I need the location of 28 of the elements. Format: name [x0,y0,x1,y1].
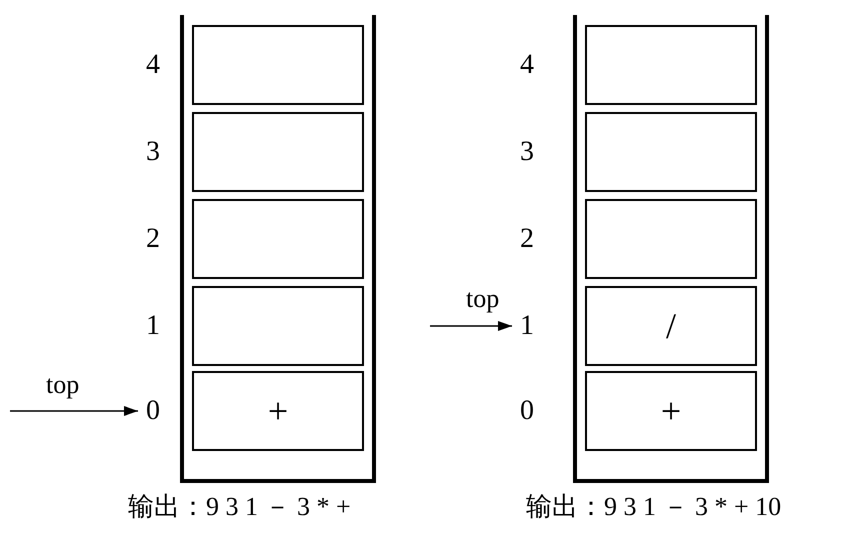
index-number: 3 [140,132,166,172]
index-number: 0 [514,391,540,431]
stack-cell: + [585,371,757,451]
index-number: 3 [514,132,540,172]
edge-label: top [466,286,500,312]
index-number: 1 [140,306,166,346]
index-number: 1 [514,306,540,346]
stack-cell [585,199,757,279]
index-number: 4 [140,45,166,85]
stack-cell [192,286,364,366]
output-text: 输出：9 3 1 － 3 * + 10 [526,494,782,520]
stack-container [573,15,769,483]
stack-cell: / [585,286,757,366]
index-number: 4 [514,45,540,85]
stack-cell: + [192,371,364,451]
stack-cell [192,112,364,192]
index-number: 2 [514,219,540,259]
arrow [430,321,512,331]
stack-container [180,15,376,483]
output-text: 输出：9 3 1 － 3 * + [128,494,351,520]
stack-cell [192,25,364,105]
edge-label: top [46,372,80,398]
index-number: 2 [140,219,166,259]
stack-cell [585,112,757,192]
stack-cell [192,199,364,279]
arrow [10,406,138,416]
stack-cell [585,25,757,105]
index-number: 0 [140,391,166,431]
